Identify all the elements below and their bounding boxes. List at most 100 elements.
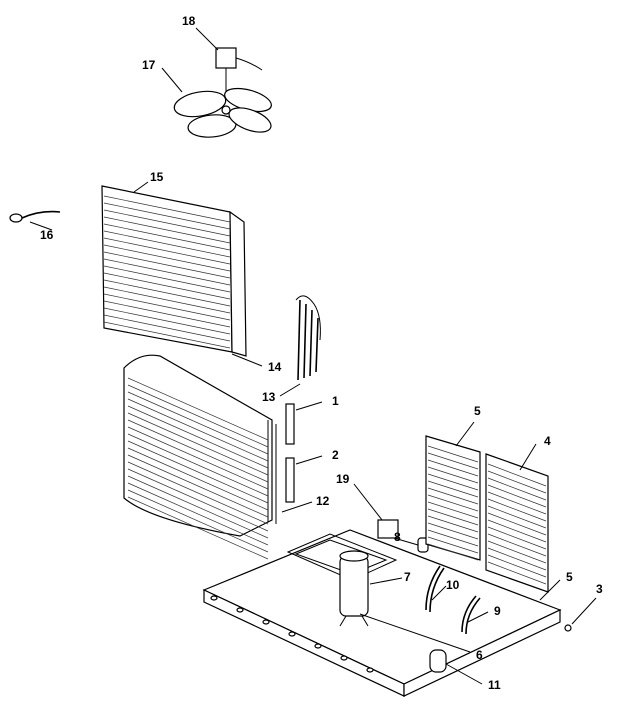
coil-fin-line [103, 300, 231, 328]
coil-fin-line [487, 512, 547, 536]
coil-fin-line [103, 202, 231, 230]
callout-13: 13 [262, 390, 276, 404]
tube-part-9 [461, 595, 481, 635]
coil-fin-line [127, 447, 269, 511]
leader-lines [29, 27, 597, 685]
bracket-part-1 [285, 403, 295, 445]
coil-fin-line [103, 272, 231, 300]
callout-6: 6 [476, 648, 483, 662]
coil-fin-line [103, 216, 231, 244]
coil-fin-line [487, 484, 547, 508]
callout-5-lower: 5 [566, 570, 573, 584]
tube-part-10 [425, 565, 445, 613]
coil-fin-line [103, 258, 231, 286]
coil-fin-line [127, 391, 269, 455]
coil-fin-line [127, 419, 269, 483]
callout-15: 15 [150, 170, 164, 184]
power-cord-part [9, 210, 61, 223]
coil-fin-line [103, 244, 231, 272]
coil-fin-line [427, 543, 479, 561]
fan-motor-part [215, 47, 263, 100]
coil-fin-line [487, 470, 547, 494]
condenser-coil-part [101, 185, 247, 357]
coil-fin-line [427, 536, 479, 554]
coil-fin-line [127, 426, 269, 490]
coil-fin-line [103, 230, 231, 258]
coil-fin-line [127, 433, 269, 497]
coil-fin-line [487, 533, 547, 557]
coil-fin-line [487, 491, 547, 515]
base-pan-hole [314, 643, 322, 649]
tubing-assembly-part [295, 295, 321, 381]
coil-fin-line [487, 498, 547, 522]
coil-fin-line [103, 279, 231, 307]
coil-fin-line [103, 237, 231, 265]
coil-fin-line [427, 473, 479, 491]
coil-fin-line [427, 480, 479, 498]
coil-fin-line [427, 522, 479, 540]
coil-fin-line [127, 440, 269, 504]
coil-fin-line [103, 265, 231, 293]
coil-fin-line [127, 496, 269, 560]
coil-fin-line [427, 452, 479, 470]
base-pan-part [202, 529, 562, 697]
base-pan-hole [340, 655, 348, 661]
coil-fin-line [427, 487, 479, 505]
callout-1: 1 [332, 394, 339, 408]
coil-fin-line [127, 475, 269, 539]
coil-fin-line [127, 482, 269, 546]
coil-fin-line [427, 529, 479, 547]
coil-fin-line [427, 494, 479, 512]
callout-17: 17 [142, 58, 156, 72]
coil-fin-line [103, 195, 231, 223]
coil-fin-line [127, 412, 269, 476]
coil-fin-line [127, 461, 269, 525]
coil-fin-line [487, 505, 547, 529]
callout-12: 12 [316, 494, 330, 508]
callout-18: 18 [182, 14, 196, 28]
coil-fin-line [103, 307, 231, 335]
rear-coil-part [425, 435, 549, 593]
coil-fin-line [127, 398, 269, 462]
coil-fin-line [487, 519, 547, 543]
coil-fin-line [487, 526, 547, 550]
callout-10: 10 [446, 578, 460, 592]
callout-3: 3 [596, 582, 603, 596]
coil-fin-line [487, 554, 547, 578]
callout-11: 11 [488, 678, 501, 692]
callout-9: 9 [494, 604, 501, 618]
base-pan-hole [210, 595, 218, 601]
coil-fin-line [127, 377, 269, 441]
coil-fin-line [127, 454, 269, 518]
coil-fin-line [127, 489, 269, 553]
coil-fin-line [487, 561, 547, 585]
coil-fin-line [127, 468, 269, 532]
callout-8: 8 [394, 530, 401, 544]
coil-fin-line [487, 477, 547, 501]
coil-fin-line [103, 314, 231, 342]
callout-7: 7 [404, 570, 411, 584]
base-pan-hole [236, 607, 244, 613]
coil-fin-line [103, 293, 231, 321]
coil-fin-line [427, 501, 479, 519]
coil-fin-line [487, 540, 547, 564]
coil-fin-line [427, 466, 479, 484]
coil-fin-line [427, 445, 479, 463]
coil-fin-line [103, 223, 231, 251]
callout-2: 2 [332, 448, 339, 462]
callout-4: 4 [544, 434, 551, 448]
callout-16: 16 [40, 228, 54, 242]
coil-fin-line [487, 463, 547, 487]
coil-fin-line [427, 508, 479, 526]
coil-fin-line [127, 384, 269, 448]
capacitor-part [429, 649, 447, 673]
coil-fin-line [427, 459, 479, 477]
compressor-part [339, 550, 369, 627]
evaporator-coil-part [123, 354, 277, 560]
callout-14: 14 [268, 360, 282, 374]
screw-part [564, 624, 572, 632]
callout-19: 19 [336, 472, 350, 486]
coil-fin-line [103, 286, 231, 314]
